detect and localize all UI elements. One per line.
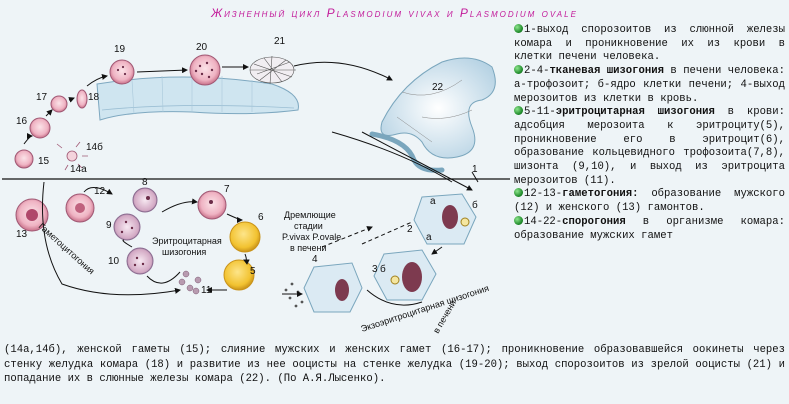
label-4: 4 xyxy=(312,254,318,265)
oocyst-20 xyxy=(189,54,221,86)
label-16: 16 xyxy=(16,116,28,127)
label-12: 12 xyxy=(94,186,106,197)
fusion-16 xyxy=(29,117,51,139)
dormant-label-line1: Дремлющие xyxy=(284,210,336,220)
green-bullet-icon xyxy=(514,65,523,75)
dormant-label-line4: в печени xyxy=(290,243,327,253)
label-20: 20 xyxy=(196,42,208,53)
zygote-17 xyxy=(50,95,68,113)
erythrocyte-5 xyxy=(223,259,255,291)
erythrocyte-6 xyxy=(229,221,261,253)
legend-column: 1-выход спорозоитов из слюнной железы ко… xyxy=(514,24,785,243)
dormant-label-line2: стадии xyxy=(294,221,323,231)
legend-item-1: 1-выход спорозоитов из слюнной железы ко… xyxy=(514,24,785,64)
merozoites-11 xyxy=(178,270,202,295)
label-15: 15 xyxy=(38,156,50,167)
life-cycle-diagram: 1 2 3 4 5 6 7 8 9 10 11 12 13 14а 14б 15… xyxy=(2,22,510,340)
green-bullet-icon xyxy=(514,106,523,116)
label-13: 13 xyxy=(16,229,28,240)
label-21: 21 xyxy=(274,36,286,47)
label-3: 3 xyxy=(372,264,378,275)
label-2: 2 xyxy=(407,224,413,235)
ookinete-18 xyxy=(76,89,88,109)
green-bullet-icon xyxy=(514,188,523,198)
label-14a: 14а xyxy=(70,164,87,175)
female-gamete-15 xyxy=(14,149,34,169)
erythrocyte-8 xyxy=(132,187,158,213)
label-9: 9 xyxy=(106,220,112,231)
legend-item-2: 2-4-тканевая шизогония в печени человека… xyxy=(514,65,785,105)
label-14b: 14б xyxy=(86,141,103,153)
label-19: 19 xyxy=(114,44,126,55)
label-2a: а xyxy=(430,196,436,207)
oocyst-19 xyxy=(109,59,135,85)
label-3b: б xyxy=(380,263,386,275)
green-bullet-icon xyxy=(514,215,523,225)
erythro-label-line2: шизогония xyxy=(162,247,206,257)
page-title: Жизненный цикл Plasmodium vivax и Plasmo… xyxy=(211,6,578,20)
label-17: 17 xyxy=(36,92,48,103)
erythro-label-line1: Эритроцитарная xyxy=(152,236,222,246)
gametocytogony-label: Гаметоцитогония xyxy=(37,221,97,276)
bottom-paragraph: (14а,14б), женской гаметы (15); слияние … xyxy=(4,344,785,386)
label-8: 8 xyxy=(142,177,148,188)
legend-item-4: 12-13-гаметогония: образование мужского … xyxy=(514,188,785,215)
label-6: 6 xyxy=(258,212,264,223)
label-5: 5 xyxy=(250,266,256,277)
salivary-gland xyxy=(369,57,496,173)
schizont-10 xyxy=(126,247,154,275)
label-11: 11 xyxy=(201,285,212,296)
legend-item-5: 14-22-спорогония в организме комара: обр… xyxy=(514,215,785,242)
label-22: 22 xyxy=(432,82,444,93)
label-10: 10 xyxy=(108,256,120,267)
stomach-wall xyxy=(96,74,299,121)
erythrocyte-7 xyxy=(197,190,227,220)
green-bullet-icon xyxy=(514,24,523,33)
dormant-label-line3: P.vivax P.ovale xyxy=(282,232,341,242)
label-7: 7 xyxy=(224,184,230,195)
label-1: 1 xyxy=(472,164,478,175)
label-2b: б xyxy=(472,199,478,211)
cycle-arrows xyxy=(23,61,479,306)
label-18: 18 xyxy=(88,92,100,103)
male-gametes-14 xyxy=(56,141,88,171)
label-3a: а xyxy=(426,232,432,243)
schizont-9 xyxy=(113,213,141,241)
sporozoite-burst xyxy=(249,55,296,85)
liver-cell-4 xyxy=(303,262,363,313)
legend-item-3: 5-11-эритроцитарная шизогония в крови: а… xyxy=(514,106,785,187)
